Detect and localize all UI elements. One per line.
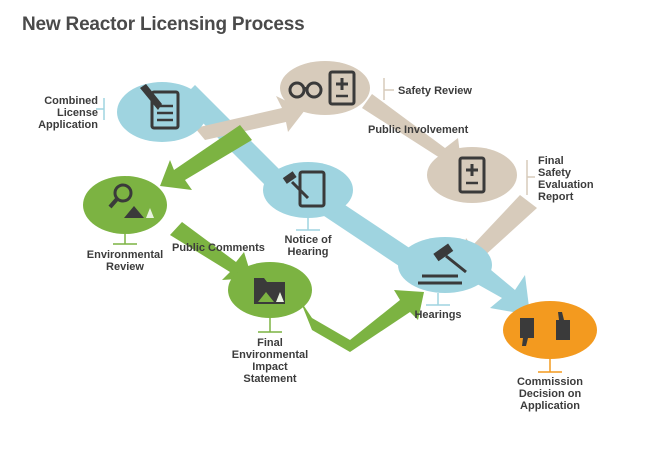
- document-plus-icon: [458, 156, 486, 194]
- gavel-icon: [418, 243, 467, 285]
- document-pen-icon: [140, 84, 180, 130]
- label-final-safety-evaluation-report: Final Safety Evaluation Report: [538, 155, 594, 203]
- label-commission-decision: Commission Decision on Application: [516, 376, 583, 412]
- node-hearings[interactable]: [398, 237, 492, 293]
- gavel-document-icon: [282, 170, 326, 208]
- node-safety-review[interactable]: [280, 61, 370, 115]
- green-arrow-path: [160, 125, 424, 352]
- node-fser[interactable]: [427, 147, 517, 203]
- node-commission-decision[interactable]: [503, 301, 597, 359]
- folder-landscape-icon: [254, 278, 285, 304]
- node-environmental-review[interactable]: [83, 176, 167, 234]
- label-public-involvement: Public Involvement: [368, 124, 469, 136]
- label-final-environmental-impact-statement: Final Environmental Impact Statement: [231, 337, 309, 385]
- node-application[interactable]: [117, 82, 207, 142]
- label-environmental-review: Environmental Review: [86, 249, 164, 273]
- label-combined-license-application: Combined License Application: [38, 95, 98, 131]
- glasses-document-icon: [288, 70, 356, 106]
- page-title: New Reactor Licensing Process: [22, 14, 305, 35]
- node-notice-of-hearing[interactable]: [263, 162, 353, 218]
- label-safety-review: Safety Review: [398, 85, 472, 97]
- magnifier-landscape-icon: [108, 183, 154, 218]
- node-feis[interactable]: [228, 262, 312, 318]
- label-hearings: Hearings: [414, 309, 462, 321]
- label-public-comments: Public Comments: [172, 242, 265, 254]
- label-notice-of-hearing: Notice of Hearing: [284, 234, 332, 258]
- thumbs-icon: [520, 312, 570, 346]
